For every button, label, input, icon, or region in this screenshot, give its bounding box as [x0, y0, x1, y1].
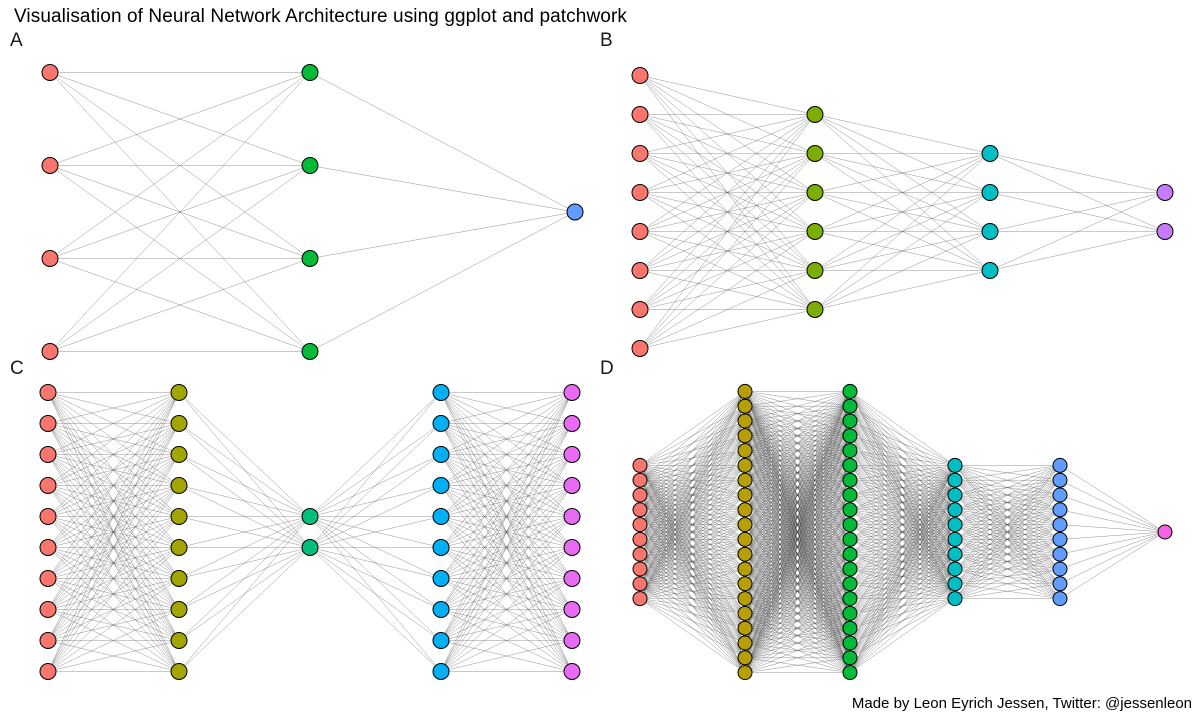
panel-b-network-diagram	[631, 67, 1174, 357]
panel-label-b: B	[600, 30, 613, 51]
panel-a-network-diagram	[41, 64, 584, 360]
panel-c-network-diagram	[39, 384, 581, 680]
page-title: Visualisation of Neural Network Architec…	[14, 6, 627, 27]
panel-label-a: A	[10, 30, 23, 51]
credit-text: Made by Leon Eyrich Jessen, Twitter: @je…	[851, 695, 1192, 712]
panel-label-d: D	[600, 358, 614, 379]
panel-d-network-diagram	[632, 383, 1173, 681]
panel-label-c: C	[10, 358, 24, 379]
